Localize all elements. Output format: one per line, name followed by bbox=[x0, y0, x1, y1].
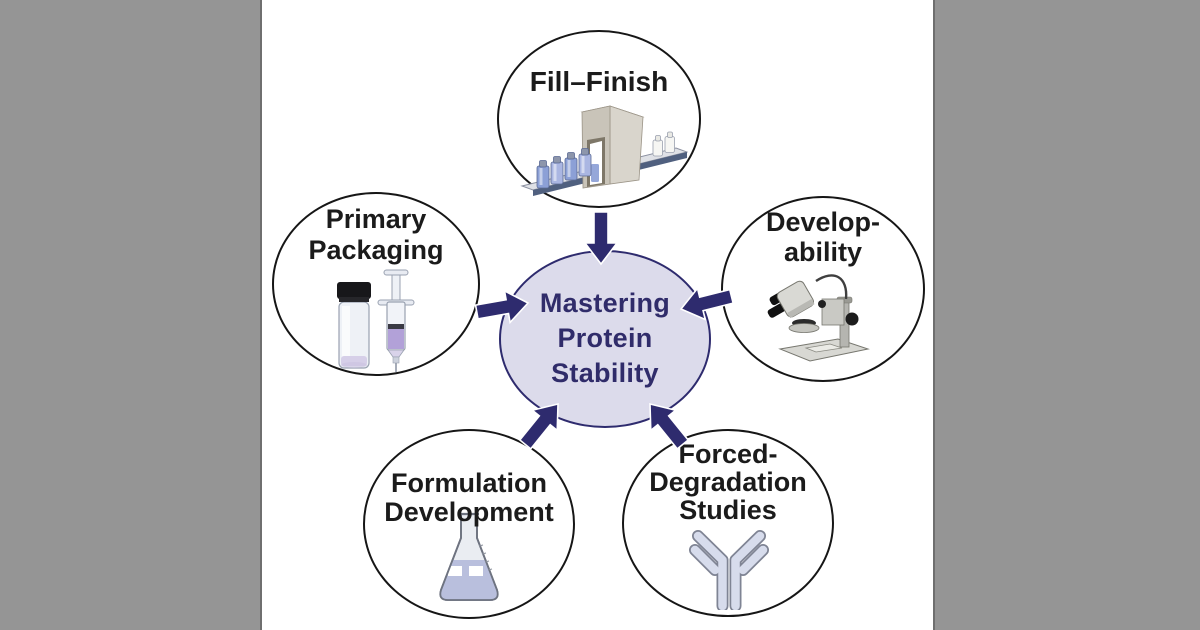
stereo-microscope-icon bbox=[767, 274, 870, 362]
node-developability-label: Develop- ability bbox=[723, 207, 923, 267]
node-label-line: Develop- bbox=[765, 207, 881, 237]
diagram-canvas: Mastering Protein Stability Fill–Finish bbox=[260, 0, 935, 630]
left-gray-panel bbox=[0, 0, 260, 630]
antibody-icon bbox=[689, 530, 769, 610]
node-label-line: Formulation bbox=[391, 468, 547, 498]
node-formulation-development: Formulation Development bbox=[363, 429, 575, 619]
node-label-line: Primary bbox=[325, 204, 427, 234]
node-label-line: Studies bbox=[679, 495, 777, 525]
erlenmeyer-flask-icon bbox=[439, 512, 499, 601]
right-gray-panel bbox=[939, 0, 1200, 630]
node-formulation-development-label: Formulation Development bbox=[365, 469, 573, 527]
node-primary-packaging-label: Primary Packaging bbox=[274, 204, 478, 266]
node-fill-finish-label: Fill–Finish bbox=[499, 66, 699, 98]
center-label-line: Protein bbox=[557, 323, 653, 353]
node-forced-degradation-studies-label: Forced- Degradation Studies bbox=[624, 440, 832, 524]
node-primary-packaging: Primary Packaging bbox=[272, 192, 480, 376]
center-node-mastering-protein-stability: Mastering Protein Stability bbox=[499, 250, 711, 428]
node-fill-finish: Fill–Finish bbox=[497, 30, 701, 208]
center-node-label: Mastering Protein Stability bbox=[501, 286, 709, 391]
node-label-line: Degradation bbox=[649, 467, 807, 497]
node-label-line: Forced- bbox=[678, 439, 778, 469]
node-label-line: Packaging bbox=[308, 235, 444, 265]
node-label-line: Fill–Finish bbox=[529, 66, 669, 97]
node-label-line: Development bbox=[384, 497, 554, 527]
center-label-line: Mastering bbox=[539, 288, 671, 318]
node-label-line: ability bbox=[783, 237, 863, 267]
fill-finish-machine-icon bbox=[520, 105, 688, 196]
node-developability: Develop- ability bbox=[721, 196, 925, 382]
vial-and-syringe-icon bbox=[337, 269, 415, 372]
node-forced-degradation-studies: Forced- Degradation Studies bbox=[622, 429, 834, 617]
center-label-line: Stability bbox=[551, 358, 659, 388]
